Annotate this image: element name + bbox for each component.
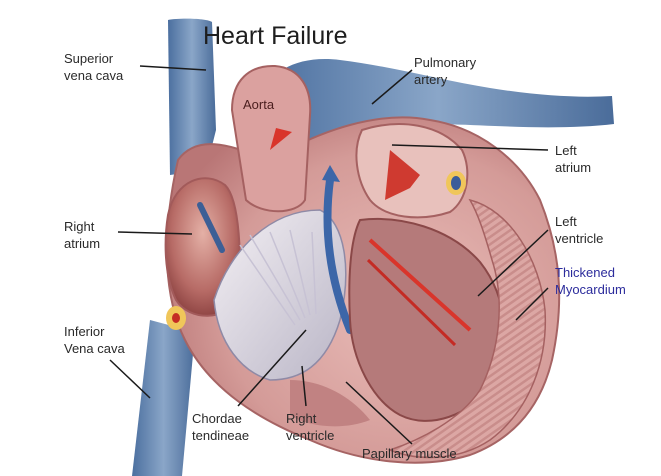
label-left-atrium: Left atrium — [555, 142, 591, 176]
inferior-vena-cava — [132, 320, 195, 476]
label-papillary-muscle: Papillary muscle — [362, 445, 457, 462]
label-right-ventricle: Right ventricle — [286, 410, 334, 444]
label-chordae-tendineae: Chordae tendineae — [192, 410, 249, 444]
label-superior-vena-cava: Superior vena cava — [64, 50, 123, 84]
label-thickened-myocardium: Thickened Myocardium — [555, 264, 626, 298]
valve-left-wall — [166, 306, 186, 330]
label-pulmonary-artery: Pulmonary artery — [414, 54, 476, 88]
label-right-atrium: Right atrium — [64, 218, 100, 252]
diagram-title: Heart Failure — [203, 22, 348, 51]
aorta — [232, 66, 310, 211]
label-left-ventricle: Left ventricle — [555, 213, 603, 247]
label-aorta: Aorta — [243, 96, 274, 113]
label-inferior-vena-cava: Inferior Vena cava — [64, 323, 125, 357]
